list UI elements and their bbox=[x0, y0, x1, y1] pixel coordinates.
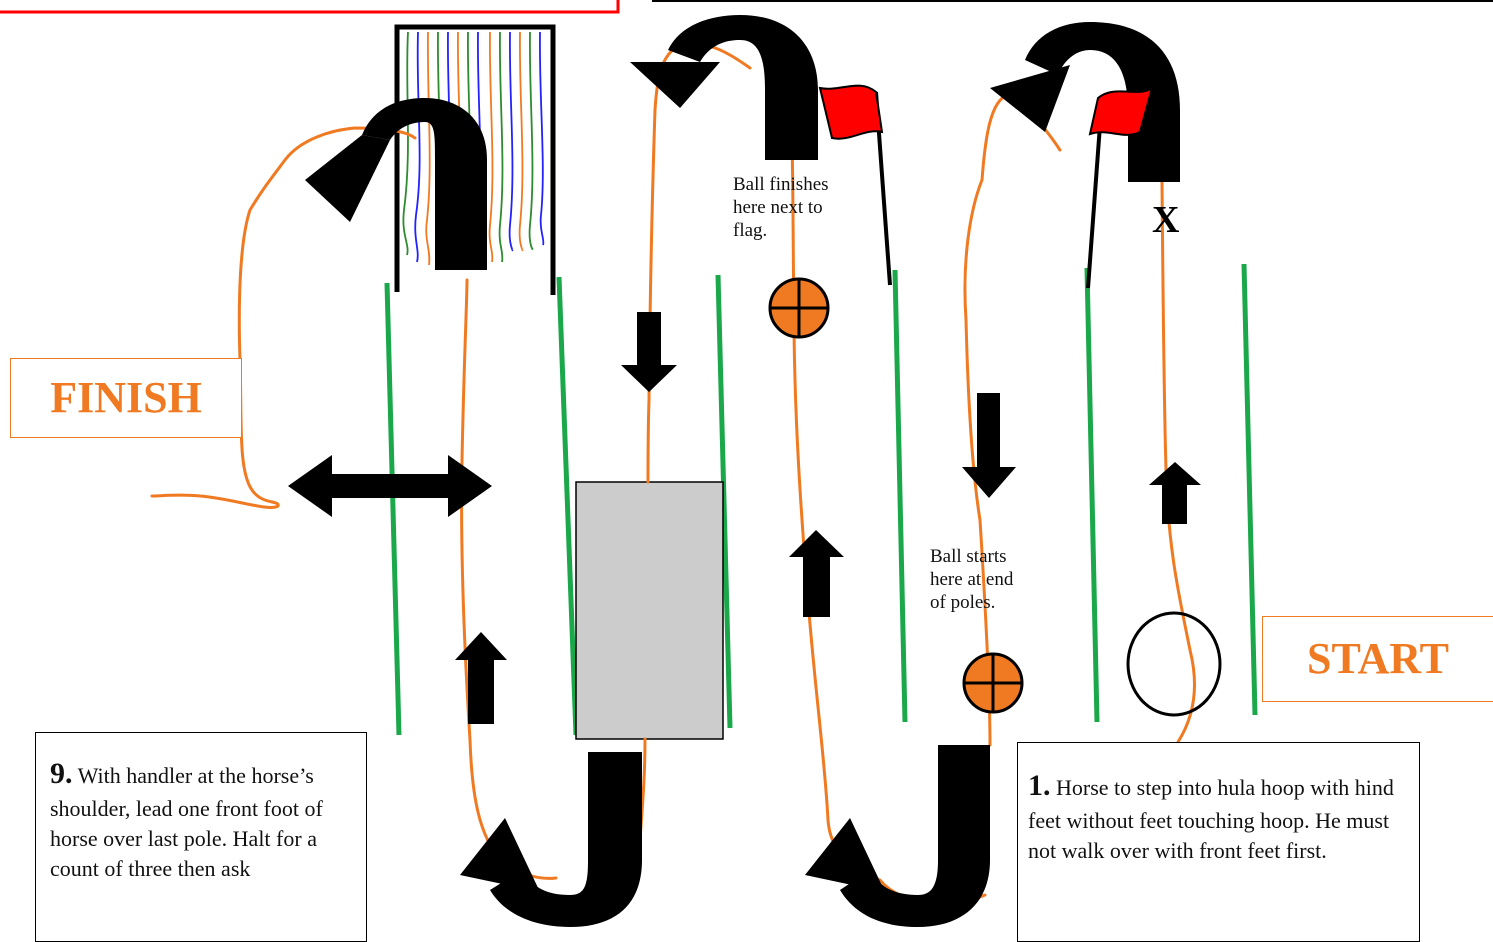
flag-right bbox=[1086, 85, 1154, 289]
arrow-up-3 bbox=[1149, 462, 1201, 524]
pole-5 bbox=[1084, 267, 1100, 723]
u-turn-arrow-top-middle bbox=[630, 15, 818, 160]
ball-finish-position bbox=[768, 277, 830, 339]
instruction-step-9: 9. With handler at the horse’s shoulder,… bbox=[35, 732, 367, 942]
finish-label: FINISH bbox=[10, 358, 242, 438]
step-1-text: Horse to step into hula hoop with hind f… bbox=[1028, 775, 1394, 864]
path-start-leg bbox=[1160, 178, 1196, 744]
u-turn-arrow-bottom-left bbox=[460, 752, 642, 927]
start-label: START bbox=[1262, 616, 1493, 702]
path-top-mid-turn bbox=[646, 42, 752, 484]
instruction-step-1: 1. Horse to step into hula hoop with hin… bbox=[1017, 742, 1420, 942]
pole-6 bbox=[1241, 263, 1258, 716]
u-turn-arrow-top-right bbox=[990, 22, 1180, 182]
box-obstacle bbox=[575, 481, 724, 740]
hula-hoop bbox=[1126, 611, 1222, 717]
path-bottom-left-turn bbox=[460, 278, 558, 880]
ball-start-note: Ball starts here at end of poles. bbox=[930, 546, 1014, 613]
u-turn-arrow-curtain bbox=[305, 98, 487, 270]
flag-middle bbox=[818, 84, 892, 286]
arrow-up-1 bbox=[455, 632, 507, 724]
pole-2 bbox=[556, 276, 579, 736]
u-turn-arrow-bottom-right bbox=[805, 745, 990, 927]
arrow-up-2 bbox=[789, 530, 844, 617]
curtain-frame bbox=[394, 24, 556, 295]
top-red-frame bbox=[0, 0, 620, 14]
x-mark: X bbox=[1152, 199, 1180, 241]
pole-3 bbox=[715, 274, 733, 729]
arrow-down-1 bbox=[621, 312, 677, 392]
ball-finish-note: Ball finishes here next to flag. bbox=[733, 174, 829, 241]
pole-4 bbox=[892, 269, 908, 723]
ball-start-position bbox=[962, 652, 1024, 714]
step-9-text: With handler at the horse’s shoulder, le… bbox=[50, 763, 323, 882]
arrow-double-horizontal bbox=[288, 455, 492, 517]
pole-1 bbox=[384, 282, 402, 736]
step-9-number: 9. bbox=[50, 757, 73, 790]
straight-arrows bbox=[288, 312, 1201, 724]
poles bbox=[384, 263, 1258, 736]
arrow-down-2 bbox=[962, 393, 1016, 498]
step-1-number: 1. bbox=[1028, 769, 1051, 802]
path-finish-leg bbox=[150, 126, 417, 509]
u-turn-arrows bbox=[305, 15, 1180, 927]
